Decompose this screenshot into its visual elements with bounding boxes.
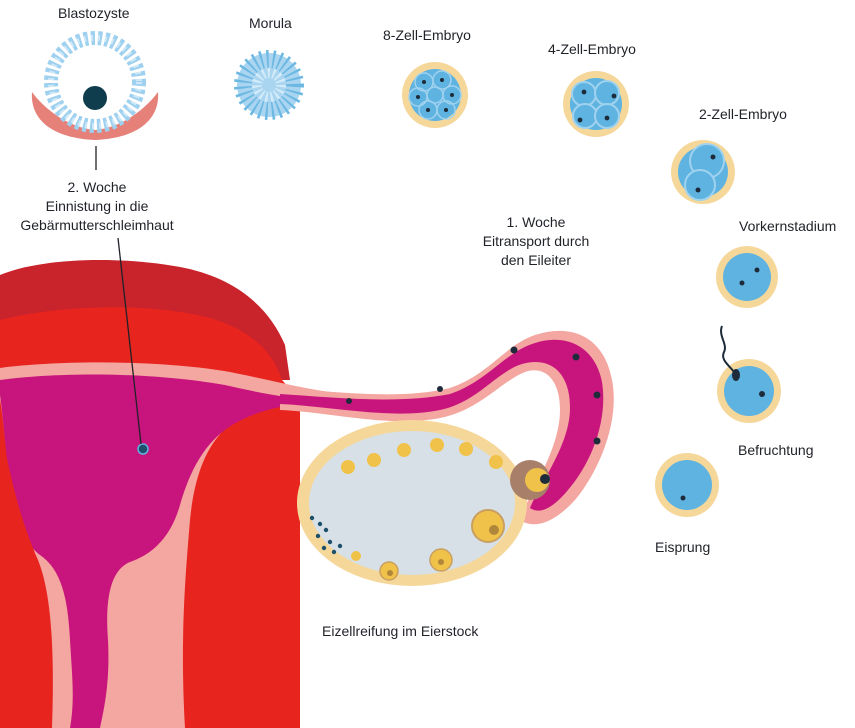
follicle-1 — [341, 460, 355, 474]
label-woche-1-line-1: 1. Woche — [466, 213, 606, 232]
tube-egg-6 — [594, 438, 601, 445]
follicle-3 — [397, 443, 411, 457]
blastocyst-inner-mass — [83, 86, 107, 110]
pronucleus-2 — [740, 281, 745, 286]
ovulation-nucleus — [681, 496, 686, 501]
fertilization-body — [724, 366, 774, 416]
label-morula: Morula — [249, 14, 292, 33]
label-woche-2-line-2: Einnistung in die — [4, 197, 190, 216]
label-woche-1: 1. Woche Eitransport durch den Eileiter — [466, 213, 606, 270]
ovulation-body — [662, 460, 712, 510]
implanting-egg — [138, 444, 148, 454]
label-8-zell-embryo: 8-Zell-Embryo — [383, 26, 471, 45]
tube-egg-3 — [511, 347, 518, 354]
follicle-large-1-egg — [489, 525, 499, 535]
tube-egg-2 — [437, 386, 443, 392]
morula — [237, 53, 301, 117]
follicle-9 — [351, 551, 361, 561]
label-vorkernstadium: Vorkernstadium — [739, 217, 836, 236]
label-eizellreifung: Eizellreifung im Eierstock — [322, 622, 478, 641]
fertilization — [717, 326, 781, 423]
pronucleus-1 — [755, 268, 760, 273]
label-4-zell-embryo: 4-Zell-Embryo — [548, 40, 636, 59]
ovulation — [655, 453, 719, 517]
eight-cell-embryo — [402, 62, 468, 128]
follicle-2 — [367, 453, 381, 467]
label-eisprung: Eisprung — [655, 538, 710, 557]
ovary-inner — [309, 431, 515, 575]
label-befruchtung: Befruchtung — [738, 441, 814, 460]
blastocyst — [32, 38, 158, 140]
two-cell-embryo — [671, 140, 735, 204]
follicle-6 — [489, 455, 503, 469]
blastocyst-ring — [51, 38, 139, 126]
follicle-4 — [430, 438, 444, 452]
pronuclear-stage — [716, 246, 778, 308]
label-woche-2: 2. Woche Einnistung in die Gebärmuttersc… — [4, 178, 190, 235]
follicle-7-egg — [438, 559, 444, 565]
label-woche-1-line-3: den Eileiter — [466, 251, 606, 270]
label-2-zell-embryo: 2-Zell-Embryo — [699, 105, 787, 124]
pronuclear-body — [723, 253, 771, 301]
tube-egg-1 — [346, 398, 352, 404]
follicle-8-egg — [387, 570, 393, 576]
label-woche-2-line-3: Gebärmutterschleimhaut — [4, 216, 190, 235]
two-cell-nucleus-1 — [711, 155, 716, 160]
tube-egg-5 — [594, 392, 601, 399]
label-blastozyste: Blastozyste — [58, 4, 130, 23]
tube-egg-4 — [573, 354, 580, 361]
fertilization-nucleus — [759, 391, 765, 397]
uterus — [0, 260, 330, 728]
two-cell-blastomere-2 — [685, 170, 715, 200]
follicle-large-1 — [472, 510, 504, 542]
sperm-head — [732, 369, 740, 381]
follicle-5 — [459, 442, 473, 456]
four-cell-embryo — [563, 71, 629, 137]
label-woche-2-line-1: 2. Woche — [4, 178, 190, 197]
follicle-rupture-egg — [540, 474, 550, 484]
two-cell-nucleus-2 — [696, 188, 701, 193]
label-woche-1-line-2: Eitransport durch — [466, 232, 606, 251]
ovary — [297, 420, 550, 586]
